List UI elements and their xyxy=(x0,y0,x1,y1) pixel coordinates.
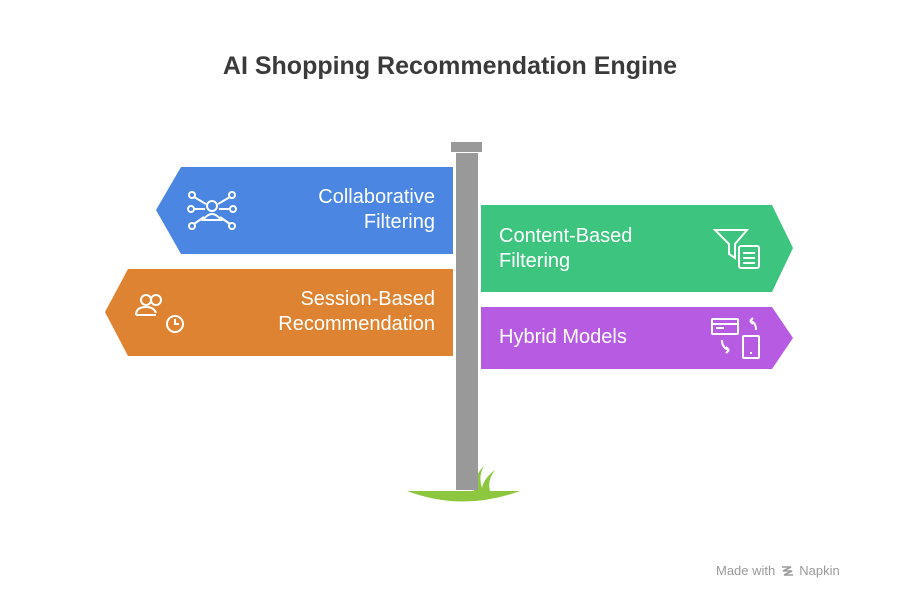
label-line: Collaborative xyxy=(318,186,435,208)
diagram-title: AI Shopping Recommendation Engine xyxy=(222,52,678,80)
session-based-recommendation-label: Session-Based Recommendation xyxy=(190,287,435,337)
napkin-logo-icon xyxy=(782,565,794,576)
content-based-filtering-label: Content-Based Filtering xyxy=(499,224,719,274)
collaborative-filtering-label: Collaborative Filtering xyxy=(240,185,435,235)
filter-document-icon xyxy=(713,229,760,269)
sign-session-based-recommendation xyxy=(105,269,453,356)
grass xyxy=(407,466,520,502)
footer-credit: Made with Napkin xyxy=(716,563,840,578)
label-line: Filtering xyxy=(363,211,435,233)
label-line: Filtering xyxy=(499,250,571,272)
sign-collaborative-filtering xyxy=(156,167,453,254)
sign-hybrid-models xyxy=(481,307,793,369)
made-with-text: Made with xyxy=(716,563,776,578)
devices-sync-icon xyxy=(711,317,760,359)
pole-cap xyxy=(451,142,482,152)
label-line: Recommendation xyxy=(278,313,435,335)
sign-content-based-filtering xyxy=(481,205,793,292)
label-line: Session-Based xyxy=(300,288,435,310)
napkin-brand: Napkin xyxy=(799,563,840,578)
label-line: Hybrid Models xyxy=(499,326,627,348)
hybrid-models-label: Hybrid Models xyxy=(499,325,719,350)
label-line: Content-Based xyxy=(499,225,633,247)
network-user-icon xyxy=(187,191,237,230)
users-clock-icon xyxy=(135,294,184,333)
pole xyxy=(456,153,478,490)
